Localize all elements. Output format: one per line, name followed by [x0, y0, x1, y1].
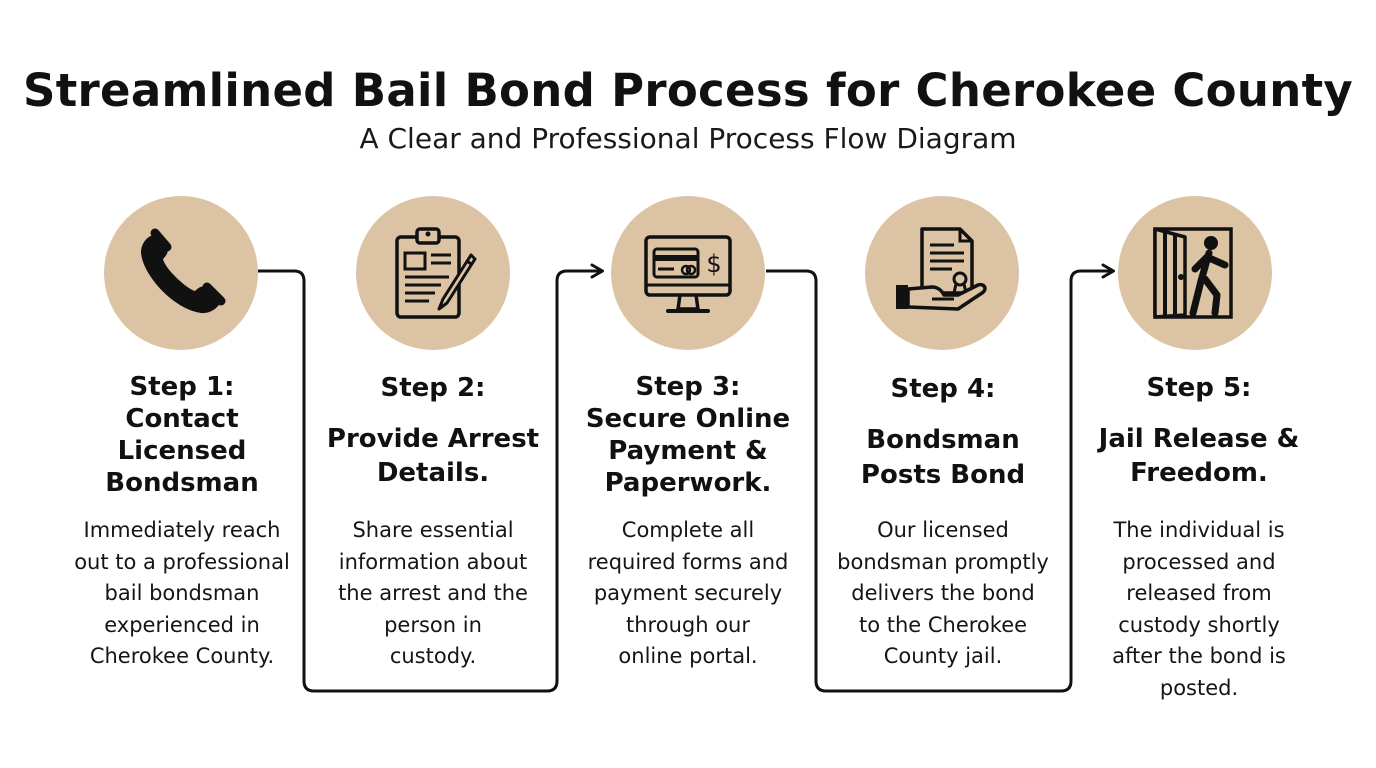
- step-2-description-line: information about: [338, 549, 528, 574]
- step-2-description: Share essential information about the ar…: [308, 515, 558, 673]
- step-4-number: Step 4:: [890, 374, 996, 404]
- step-2-description-line: person in: [384, 612, 482, 637]
- step-3-title-line: Paperwork.: [604, 468, 772, 498]
- diagram-title: Streamlined Bail Bond Process for Cherok…: [22, 64, 1354, 117]
- clipboard-icon: [395, 227, 477, 319]
- step-4-description-line: County jail.: [883, 644, 1003, 668]
- step-1-description-line: bail bondsman: [104, 581, 260, 605]
- step-3-title-line: Payment &: [608, 436, 768, 466]
- step-4-description-line: to the Cherokee: [858, 612, 1028, 637]
- step-1-icon-circle: [104, 196, 258, 350]
- step-1-number: Step 1:: [129, 372, 235, 402]
- step-2-description-line: custody.: [389, 644, 477, 668]
- step-3-number: Step 3:: [635, 372, 741, 402]
- step-3-description-line: Complete all: [621, 518, 755, 542]
- step-4-description: Our licensed bondsman promptly delivers …: [818, 515, 1068, 673]
- step-5-description: The individual is processed and released…: [1074, 515, 1324, 704]
- step-4-description-line: bondsman promptly: [837, 549, 1049, 574]
- svg-text:$: $: [706, 250, 721, 278]
- step-5-title-line: Freedom.: [1130, 458, 1268, 488]
- step-5-icon-circle: [1118, 196, 1272, 350]
- step-1-heading: Step 1: Contact Licensed Bondsman: [57, 371, 307, 499]
- step-4-title-line: Bondsman: [866, 425, 1020, 455]
- step-5-description-line: posted.: [1159, 675, 1239, 700]
- step-4-description-line: Our licensed: [877, 518, 1009, 542]
- step-3-icon-circle: $: [611, 196, 765, 350]
- step-5-description-line: custody shortly: [1118, 612, 1280, 637]
- step-5-description-line: The individual is: [1113, 518, 1285, 542]
- phone-icon: [141, 228, 226, 314]
- step-1-description: Immediately reach out to a professional …: [57, 515, 307, 673]
- step-2-title-line: Provide Arrest: [326, 424, 540, 454]
- step-1-description-line: Cherokee County.: [89, 644, 275, 668]
- step-3-description-line: through our: [626, 612, 750, 637]
- diagram-subtitle: A Clear and Professional Process Flow Di…: [359, 122, 1017, 155]
- step-2-description-line: Share essential: [352, 518, 514, 542]
- step-2-heading: Step 2: Provide Arrest Details.: [308, 372, 558, 490]
- jail-release-icon: [1153, 227, 1233, 319]
- connector-3-4: [766, 263, 1115, 693]
- step-5-title-line: Jail Release &: [1098, 424, 1300, 454]
- step-3-description-line: online portal.: [618, 644, 758, 668]
- step-2-description-line: the arrest and the: [338, 581, 528, 605]
- step-5-description-line: released from: [1126, 581, 1272, 605]
- step-5-description-line: processed and: [1122, 549, 1276, 574]
- step-4-title-line: Posts Bond: [860, 460, 1026, 490]
- bond-document-icon: [896, 227, 987, 311]
- step-5-number: Step 5:: [1146, 373, 1252, 403]
- step-3-description-line: required forms and: [587, 549, 789, 574]
- connector-1-2: [258, 263, 604, 693]
- step-4-icon-circle: [865, 196, 1019, 350]
- step-1-title-line: Bondsman: [105, 468, 259, 498]
- step-4-heading: Step 4: Bondsman Posts Bond: [818, 373, 1068, 493]
- step-1-description-line: Immediately reach: [83, 518, 281, 542]
- step-5-description-line: after the bond is: [1112, 644, 1286, 668]
- step-4-description-line: delivers the bond: [851, 581, 1035, 605]
- step-1-description-line: experienced in: [104, 612, 260, 637]
- step-1-title-line: Contact: [125, 404, 239, 434]
- step-3-heading: Step 3: Secure Online Payment & Paperwor…: [563, 371, 813, 499]
- step-2-number: Step 2:: [380, 373, 486, 403]
- step-2-icon-circle: [356, 196, 510, 350]
- step-2-title-line: Details.: [376, 458, 490, 488]
- step-5-heading: Step 5: Jail Release & Freedom.: [1074, 372, 1324, 490]
- step-1-description-line: out to a professional: [74, 549, 290, 574]
- step-3-description-line: payment securely: [593, 581, 783, 605]
- step-3-title-line: Secure Online: [585, 404, 791, 434]
- step-1-title-line: Licensed: [117, 436, 247, 466]
- step-3-description: Complete all required forms and payment …: [563, 515, 813, 673]
- online-payment-icon: $: [644, 235, 732, 313]
